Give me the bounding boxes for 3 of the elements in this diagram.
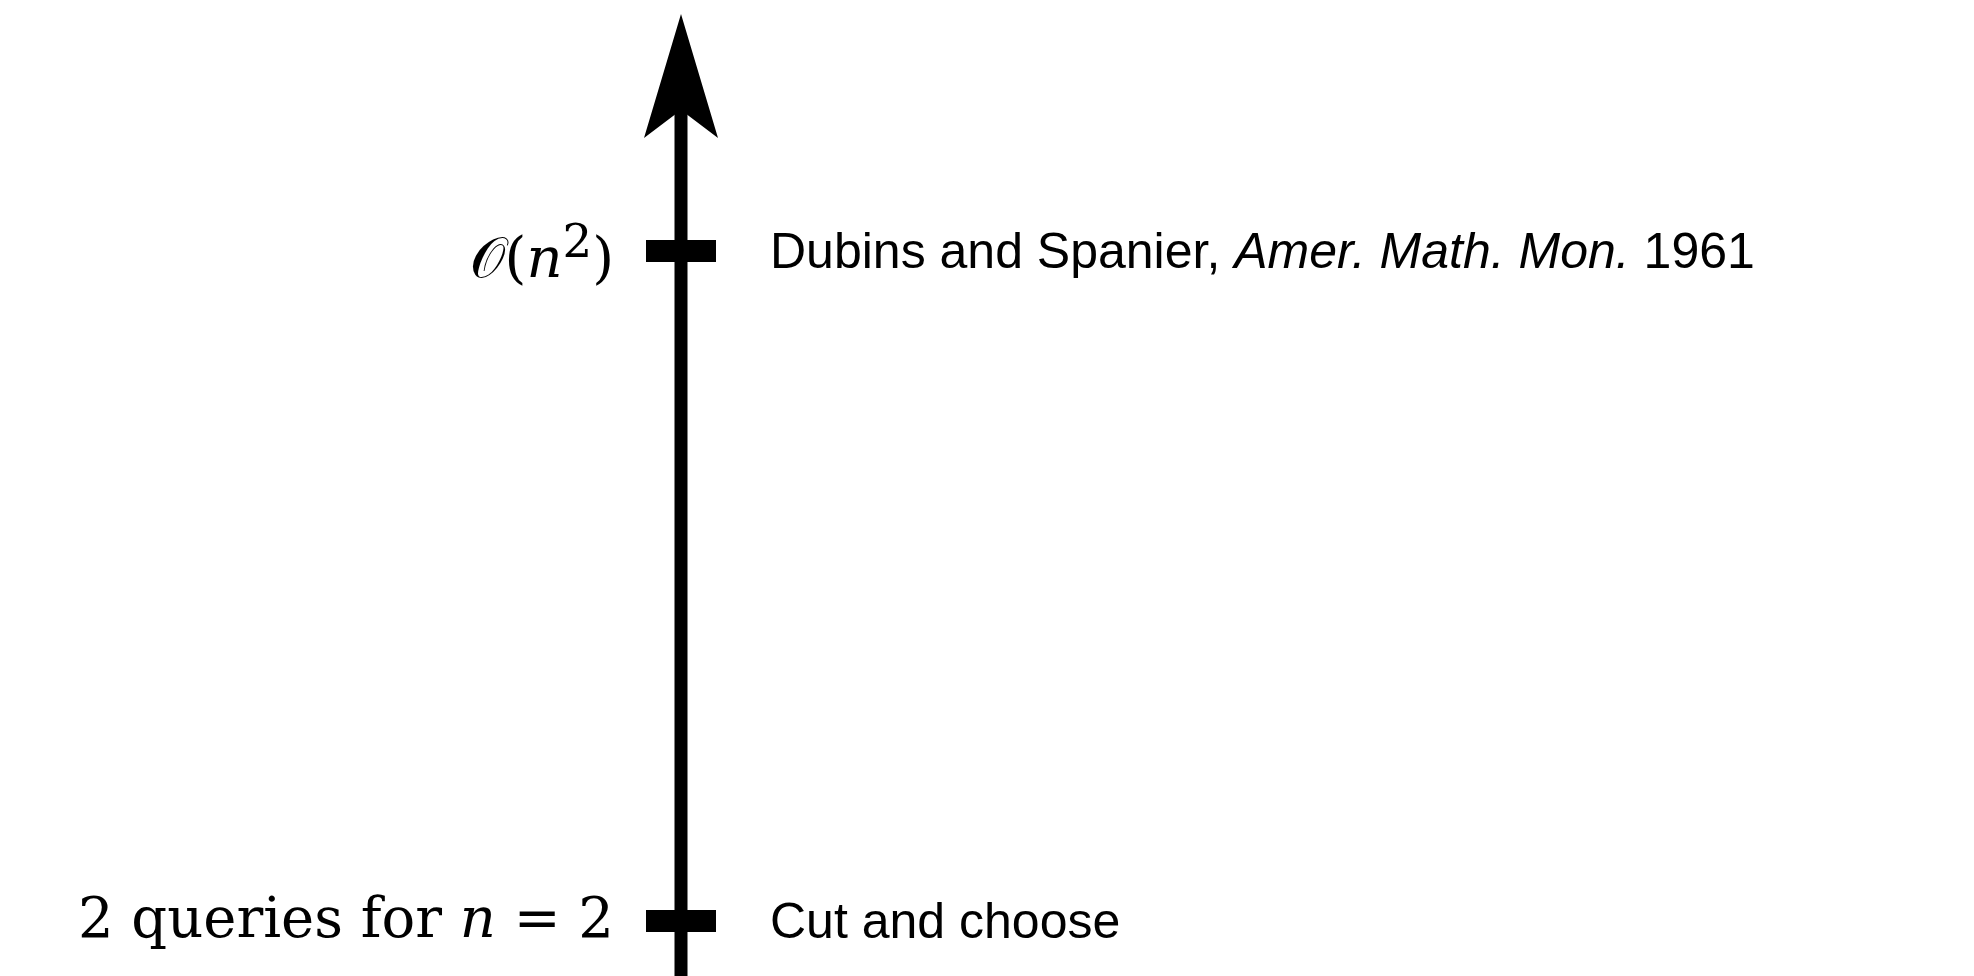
reference-label: Dubins and Spanier, Amer. Math. Mon. 1961 <box>770 226 1755 276</box>
method-label: Cut and choose <box>770 896 1121 946</box>
complexity-label: 𝒪(n$^{2}$) <box>469 218 614 286</box>
